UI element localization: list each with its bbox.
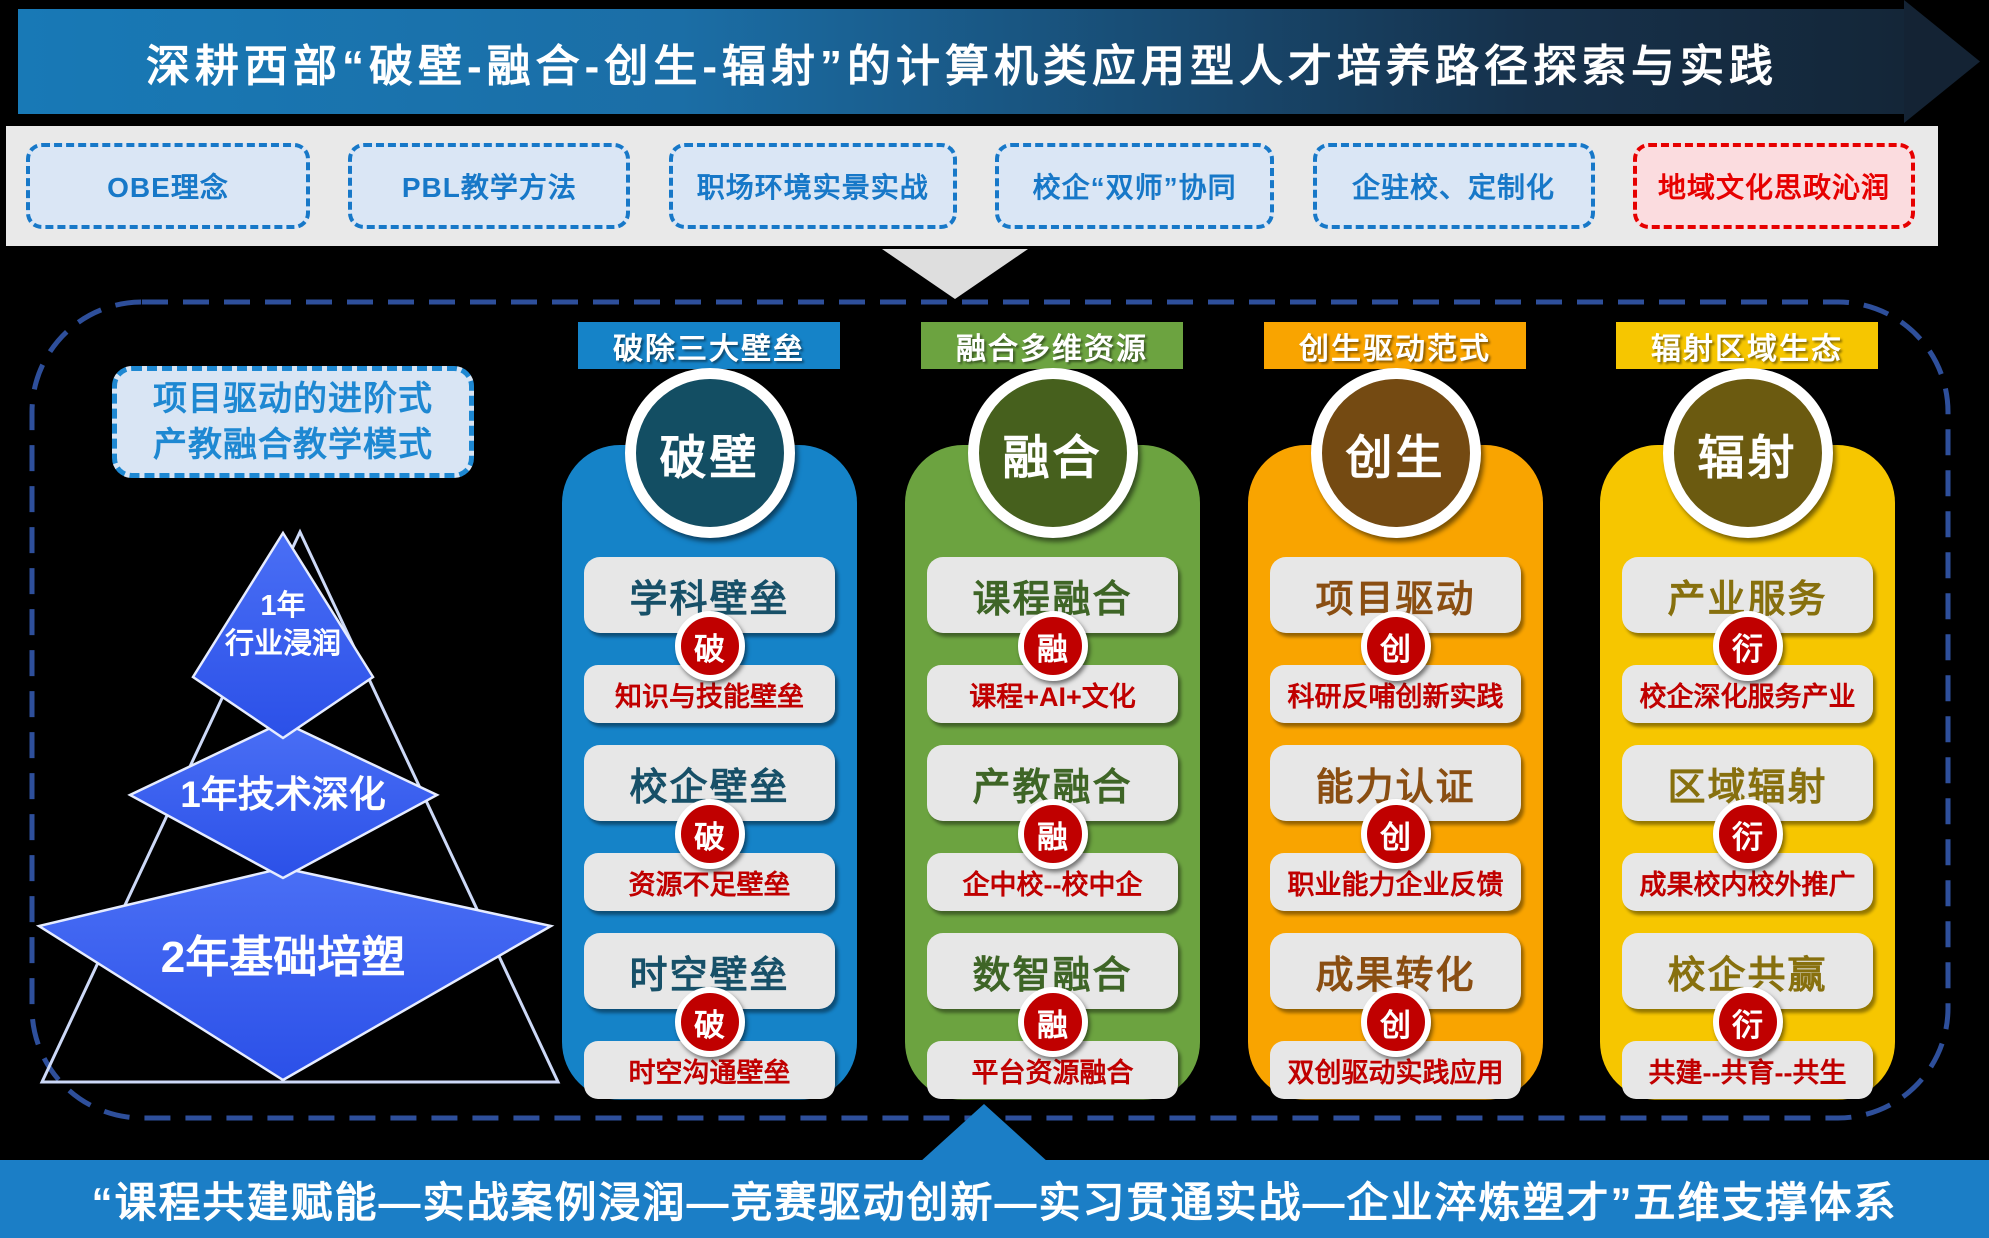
column-item: 学科壁垒 破 知识与技能壁垒 — [584, 557, 835, 723]
column-header: 融合多维资源 — [921, 322, 1183, 369]
item-badge: 创 — [1360, 987, 1431, 1057]
column-item: 能力认证 创 职业能力企业反馈 — [1270, 745, 1521, 911]
item-title-box: 校企共赢 — [1622, 933, 1873, 1009]
column-item: 课程融合 融 课程+AI+文化 — [927, 557, 1178, 723]
item-sub-box: 企中校--校中企 — [927, 853, 1178, 911]
item-badge: 破 — [674, 799, 745, 869]
page-title: 深耕西部“破壁-融合-创生-辐射”的计算机类应用型人才培养路径探索与实践 — [146, 41, 1778, 91]
item-badge: 衍 — [1712, 987, 1783, 1057]
column-breakthrough: 破除三大壁垒 学科壁垒 破 知识与技能壁垒 校企壁垒 破 资源不足壁垒 时空壁垒… — [562, 322, 857, 1100]
strategy-chip-culture: 地域文化思政沁润 — [1632, 143, 1915, 229]
column-radiation: 辐射区域生态 产业服务 衍 校企深化服务产业 区域辐射 衍 成果校内校外推广 校… — [1600, 322, 1895, 1100]
pyramid-level-label: 行业浸润 — [224, 626, 341, 660]
column-card: 学科壁垒 破 知识与技能壁垒 校企壁垒 破 资源不足壁垒 时空壁垒 破 时空沟通… — [562, 445, 857, 1100]
column-circle: 创生 — [1310, 368, 1481, 538]
item-sub-box: 职业能力企业反馈 — [1270, 853, 1521, 911]
column-item: 校企壁垒 破 资源不足壁垒 — [584, 745, 835, 911]
column-item: 区域辐射 衍 成果校内校外推广 — [1622, 745, 1873, 911]
column-card: 课程融合 融 课程+AI+文化 产教融合 融 企中校--校中企 数智融合 融 平… — [905, 445, 1200, 1100]
model-label-line1: 项目驱动的进阶式 — [153, 380, 433, 418]
column-header: 创生驱动范式 — [1264, 322, 1526, 369]
strategy-chip-pbl: PBL教学方法 — [348, 143, 631, 229]
pyramid-level-label: 2年基础培塑 — [161, 933, 405, 982]
pyramid-level-label: 1年 — [260, 588, 305, 622]
column-item: 时空壁垒 破 时空沟通壁垒 — [584, 933, 835, 1099]
title-banner-body: 深耕西部“破壁-融合-创生-辐射”的计算机类应用型人才培养路径探索与实践 — [18, 9, 1906, 114]
column-item: 产教融合 融 企中校--校中企 — [927, 745, 1178, 911]
column-item: 项目驱动 创 科研反哺创新实践 — [1270, 557, 1521, 723]
column-circle: 辐射 — [1662, 368, 1833, 538]
pyramid-level-1-shape — [191, 530, 375, 740]
strategy-chip-label: 地域文化思政沁润 — [1657, 172, 1890, 203]
strategy-bar: OBE理念 PBL教学方法 职场环境实景实战 校企“双师”协同 企驻校、定制化 … — [6, 126, 1938, 246]
item-badge: 融 — [1017, 799, 1088, 869]
column-circle: 融合 — [967, 368, 1138, 538]
item-title-box: 项目驱动 — [1270, 557, 1521, 633]
item-badge: 融 — [1017, 611, 1088, 681]
arrow-right-icon — [1904, 0, 1980, 123]
column-fusion: 融合多维资源 课程融合 融 课程+AI+文化 产教融合 融 企中校--校中企 数… — [905, 322, 1200, 1100]
item-badge: 衍 — [1712, 611, 1783, 681]
column-item: 成果转化 创 双创驱动实践应用 — [1270, 933, 1521, 1099]
column-item: 数智融合 融 平台资源融合 — [927, 933, 1178, 1099]
bottom-banner-text: “课程共建赋能—实战案例浸润—竞赛驱动创新—实习贯通实战—企业淬炼塑才”五维支撑… — [91, 1178, 1898, 1226]
strategy-chip-enterprise: 企驻校、定制化 — [1312, 143, 1595, 229]
pyramid-level-3-shape — [35, 866, 555, 1082]
column-circle: 破壁 — [624, 368, 795, 538]
strategy-chip-label: 校企“双师”协同 — [1032, 172, 1237, 203]
strategy-chip-workplace: 职场环境实景实战 — [668, 143, 957, 229]
arrow-down-icon — [882, 249, 1028, 299]
strategy-chip-label: OBE理念 — [107, 172, 229, 203]
strategy-chip-obe: OBE理念 — [26, 143, 310, 229]
strategy-chip-dual-teacher: 校企“双师”协同 — [995, 143, 1275, 229]
column-card: 项目驱动 创 科研反哺创新实践 能力认证 创 职业能力企业反馈 成果转化 创 双… — [1248, 445, 1543, 1100]
title-banner: 深耕西部“破壁-融合-创生-辐射”的计算机类应用型人才培养路径探索与实践 — [18, 0, 1980, 123]
pyramid-level-2-shape — [127, 720, 440, 880]
column-creation: 创生驱动范式 项目驱动 创 科研反哺创新实践 能力认证 创 职业能力企业反馈 成… — [1248, 322, 1543, 1100]
pyramid-level-label: 1年技术深化 — [180, 774, 386, 815]
column-header: 辐射区域生态 — [1616, 322, 1878, 369]
strategy-chip-label: 企驻校、定制化 — [1352, 172, 1556, 203]
model-label-line2: 产教融合教学模式 — [153, 426, 433, 464]
item-badge: 创 — [1360, 611, 1431, 681]
item-badge: 破 — [674, 611, 745, 681]
column-header: 破除三大壁垒 — [578, 322, 840, 369]
item-badge: 衍 — [1712, 799, 1783, 869]
strategy-chip-label: PBL教学方法 — [401, 172, 577, 203]
column-card: 产业服务 衍 校企深化服务产业 区域辐射 衍 成果校内校外推广 校企共赢 衍 共… — [1600, 445, 1895, 1100]
arrow-up-icon — [920, 1104, 1048, 1162]
column-item: 校企共赢 衍 共建--共育--共生 — [1622, 933, 1873, 1099]
pyramid-graphic: 1年 行业浸润 1年技术深化 2年基础培塑 — [35, 528, 561, 1084]
item-badge: 创 — [1360, 799, 1431, 869]
model-label-box: 项目驱动的进阶式 产教融合教学模式 — [112, 366, 474, 478]
bottom-banner: “课程共建赋能—实战案例浸润—竞赛驱动创新—实习贯通实战—企业淬炼塑才”五维支撑… — [0, 1160, 1989, 1238]
item-badge: 融 — [1017, 987, 1088, 1057]
item-badge: 破 — [674, 987, 745, 1057]
item-sub-box: 课程+AI+文化 — [927, 665, 1178, 723]
strategy-chip-label: 职场环境实景实战 — [696, 172, 929, 203]
column-item: 产业服务 衍 校企深化服务产业 — [1622, 557, 1873, 723]
